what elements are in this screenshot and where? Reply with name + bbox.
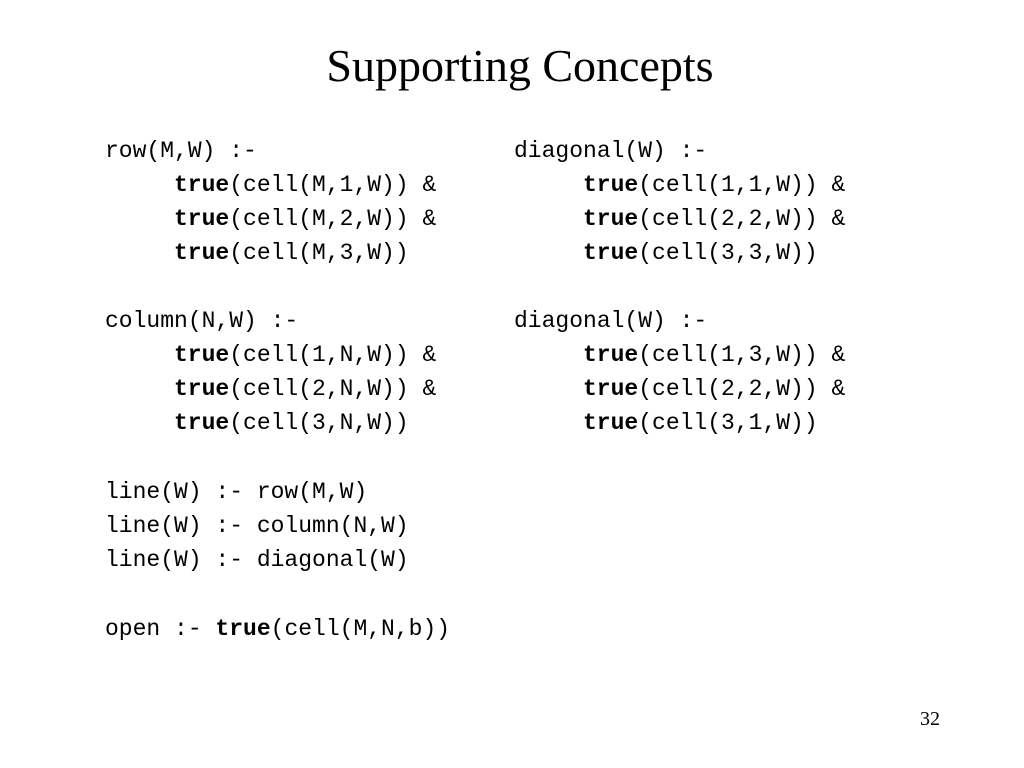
condition-text: (cell(3,1,W)) <box>638 410 818 436</box>
diagonal-rule-body-line: true(cell(3,1,W)) <box>583 406 818 440</box>
line-rule: line(W) :- diagonal(W) <box>105 547 409 573</box>
condition-text: (cell(2,N,W)) & <box>229 376 437 402</box>
line-rule: line(W) :- column(N,W) <box>105 513 409 539</box>
open-rule-prefix: open :- <box>105 616 216 642</box>
column-rule-body-line: true(cell(2,N,W)) & <box>174 372 436 406</box>
true-keyword: true <box>215 616 271 642</box>
line-rule: line(W) :- row(M,W) <box>105 479 368 505</box>
column-rule-body-line: true(cell(3,N,W)) <box>174 406 409 440</box>
diagonal-rule-body-line: true(cell(2,2,W)) & <box>583 372 845 406</box>
condition-text: (cell(M,2,W)) & <box>229 206 437 232</box>
true-keyword: true <box>174 240 230 266</box>
diagonal-rule-body-line: true(cell(2,2,W)) & <box>583 202 845 236</box>
true-keyword: true <box>174 376 230 402</box>
condition-text: (cell(3,N,W)) <box>229 410 409 436</box>
condition-text: (cell(1,3,W)) & <box>638 342 846 368</box>
condition-text: (cell(3,3,W)) <box>638 240 818 266</box>
row-rule-body-line: true(cell(M,3,W)) <box>174 236 409 270</box>
condition-text: (cell(M,N,b)) <box>270 616 451 642</box>
diagonal-rule-body-line: true(cell(1,3,W)) & <box>583 338 845 372</box>
diagonal-rule-body-line: true(cell(3,3,W)) <box>583 236 818 270</box>
open-rule: open :- true(cell(M,N,b)) <box>105 612 450 646</box>
column-rule-body-line: true(cell(1,N,W)) & <box>174 338 436 372</box>
condition-text: (cell(M,3,W)) <box>229 240 409 266</box>
true-keyword: true <box>583 240 639 266</box>
true-keyword: true <box>583 376 639 402</box>
true-keyword: true <box>174 342 230 368</box>
row-rule-body-line: true(cell(M,2,W)) & <box>174 202 436 236</box>
condition-text: (cell(M,1,W)) & <box>229 172 437 198</box>
row-rule-head: row(M,W) :- <box>105 138 257 164</box>
diagonal-rule-head: diagonal(W) :- <box>514 138 708 164</box>
true-keyword: true <box>583 410 639 436</box>
condition-text: (cell(1,N,W)) & <box>229 342 437 368</box>
condition-text: (cell(1,1,W)) & <box>638 172 846 198</box>
condition-text: (cell(2,2,W)) & <box>638 206 846 232</box>
true-keyword: true <box>583 342 639 368</box>
true-keyword: true <box>583 206 639 232</box>
true-keyword: true <box>583 172 639 198</box>
diagonal-rule-head: diagonal(W) :- <box>514 308 708 334</box>
true-keyword: true <box>174 206 230 232</box>
true-keyword: true <box>174 172 230 198</box>
condition-text: (cell(2,2,W)) & <box>638 376 846 402</box>
column-rule-head: column(N,W) :- <box>105 308 299 334</box>
row-rule-body-line: true(cell(M,1,W)) & <box>174 168 436 202</box>
true-keyword: true <box>174 410 230 436</box>
page-number: 32 <box>920 708 940 730</box>
slide-title: Supporting Concepts <box>326 40 714 91</box>
diagonal-rule-body-line: true(cell(1,1,W)) & <box>583 168 845 202</box>
